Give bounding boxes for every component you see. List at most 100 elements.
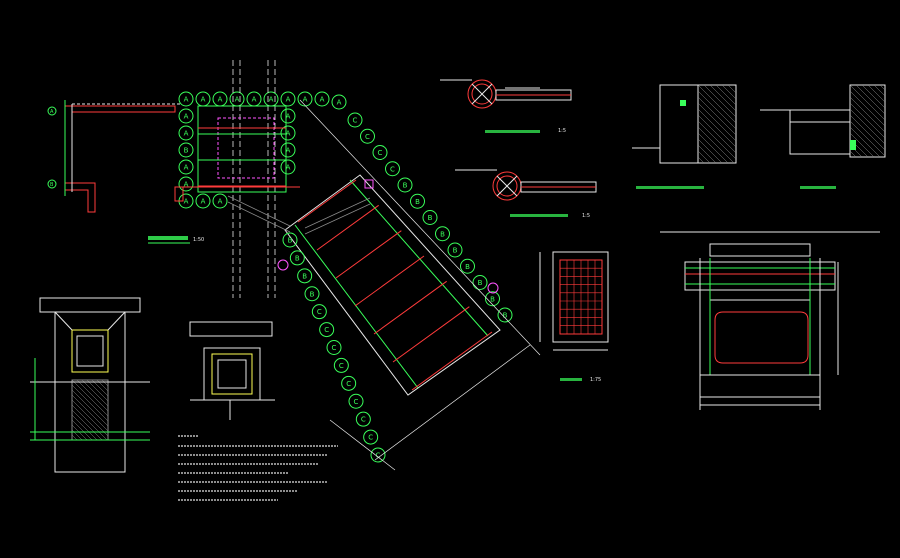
axis-label-a: A [50, 109, 54, 115]
svg-text:C: C [332, 344, 337, 352]
left-elevation-view [64, 100, 180, 213]
diagonal-beam [373, 280, 447, 335]
diagonal-beam [411, 331, 493, 391]
svg-text:B: B [490, 295, 495, 303]
pile-top-8: A [314, 91, 330, 107]
general-notes [178, 435, 338, 501]
axis-marker-a [47, 106, 57, 189]
pile-diag-lower-10: C [355, 411, 371, 427]
diagonal-beam [392, 306, 470, 363]
pile-diag-lower-8: C [341, 375, 357, 391]
pile-right-2: A [280, 142, 296, 158]
axis-bubbles [277, 179, 499, 294]
svg-text:A: A [218, 96, 223, 104]
pile-diag-upper-11: B [485, 291, 500, 307]
pile-right-1: A [280, 125, 296, 141]
svg-text:B: B [465, 263, 470, 271]
svg-text:B: B [428, 214, 433, 222]
pile-diag-upper-7: B [435, 226, 450, 242]
svg-text:A: A [303, 96, 308, 104]
svg-text:B: B [453, 247, 458, 255]
pile-diag-lower-12: C [370, 447, 386, 463]
svg-text:A: A [337, 99, 342, 107]
svg-text:B: B [403, 182, 408, 190]
diagonal-beam [297, 179, 357, 223]
pile-bottom-2: A [212, 193, 228, 209]
pile-diag-upper-3: C [385, 161, 400, 177]
plan-scale: 1:50 [193, 237, 204, 243]
diagonal-beam [335, 230, 402, 279]
pile-diag-upper-1: C [360, 128, 375, 144]
pile-diag-upper-0: C [347, 112, 363, 128]
pit-frame [174, 105, 300, 202]
pile-diag-lower-2: B [297, 268, 313, 284]
pile-diag-upper-6: B [422, 210, 438, 225]
svg-text:B: B [295, 254, 300, 262]
pile-diag-upper-5: B [410, 193, 425, 209]
svg-text:C: C [354, 398, 359, 406]
diagonal-beam [316, 204, 379, 251]
pile-top-end: A [331, 94, 347, 110]
pile-diag-upper-12: B [497, 307, 513, 323]
small-pit-detail [189, 321, 275, 420]
svg-text:B: B [184, 147, 189, 155]
svg-text:A: A [184, 181, 189, 189]
pile-diag-lower-11: C [363, 429, 379, 445]
svg-text:B: B [503, 312, 508, 320]
svg-text:C: C [361, 416, 366, 424]
pile-top-0: A [178, 91, 194, 107]
diagonal-beams [297, 179, 493, 391]
plan-title: 1:50 [148, 236, 204, 244]
svg-text:A: A [286, 147, 291, 155]
pile-diag-lower-0: B [282, 232, 298, 248]
pile-diag-lower-6: C [326, 340, 342, 355]
pile-left-3: A [178, 159, 194, 175]
pile-left-4: A [178, 176, 194, 192]
svg-text:A: A [184, 130, 189, 138]
section-scale: 1:75 [590, 377, 601, 383]
culvert-cross-section [660, 231, 880, 410]
svg-text:B: B [440, 230, 445, 238]
stair-band [227, 195, 371, 235]
pile-right-3: A [280, 159, 296, 175]
svg-text:A: A [286, 130, 291, 138]
pile-right-0: A [280, 108, 296, 124]
svg-text:B: B [288, 237, 293, 245]
svg-text:C: C [339, 362, 344, 370]
pile-diag-upper-8: B [447, 242, 463, 258]
pile-bottom-1: A [195, 193, 211, 209]
svg-text:A: A [184, 96, 189, 104]
pile-diag-lower-7: C [333, 357, 349, 373]
svg-text:B: B [478, 279, 483, 287]
pile-diag-upper-2: C [372, 145, 388, 160]
svg-text:A: A [184, 113, 189, 121]
svg-text:B: B [310, 290, 315, 298]
svg-text:A: A [286, 164, 291, 172]
svg-text:C: C [346, 380, 351, 388]
svg-text:A: A [184, 198, 189, 206]
svg-text:C: C [376, 452, 381, 460]
pile-diag-upper-10: B [472, 275, 488, 290]
diagonal-beam [354, 255, 425, 307]
svg-text:C: C [390, 165, 395, 173]
svg-text:A: A [235, 96, 240, 104]
rebar-cage-section: 1:75 [539, 251, 609, 383]
svg-text:A: A [286, 96, 291, 104]
svg-text:C: C [368, 434, 373, 442]
pile-top-7: A [297, 91, 313, 107]
svg-text:A: A [286, 113, 291, 121]
svg-text:A: A [320, 96, 325, 104]
wall-detail-left [632, 84, 737, 189]
svg-text:A: A [201, 96, 206, 104]
svg-text:C: C [365, 133, 370, 141]
detail-b-scale: 1:5 [582, 213, 590, 219]
shaft-centerlines [232, 60, 276, 298]
svg-text:B: B [302, 272, 307, 280]
wall-detail-right [760, 84, 886, 189]
pile-left-1: A [178, 125, 194, 141]
svg-text:A: A [201, 198, 206, 206]
